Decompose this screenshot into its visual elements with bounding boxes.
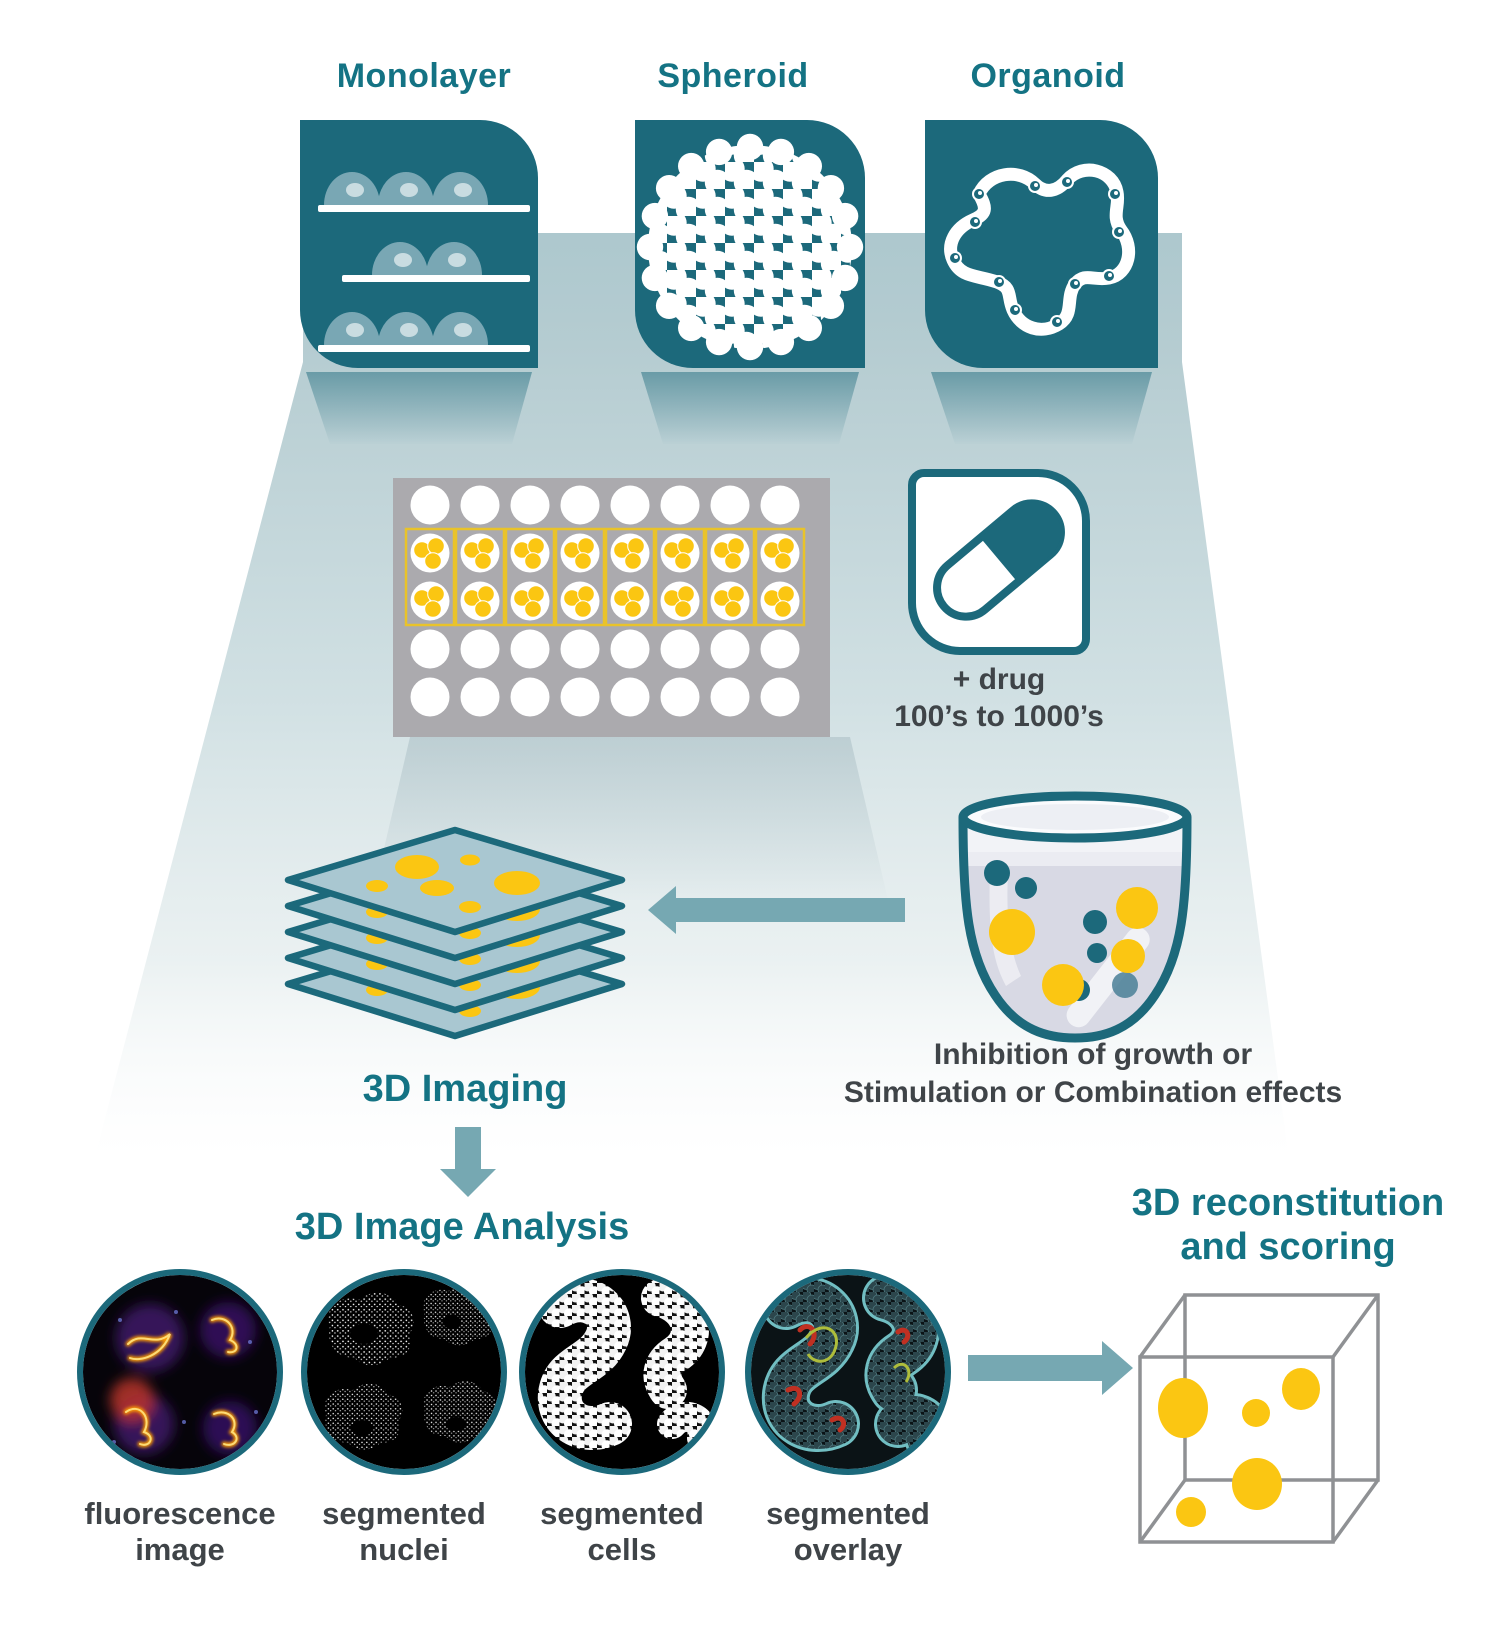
fluorescence-image-thumb bbox=[77, 1269, 283, 1475]
drug-caption-line1: + drug bbox=[952, 663, 1046, 696]
segmented-nuclei-thumb bbox=[301, 1269, 507, 1475]
arrow-down bbox=[440, 1127, 496, 1197]
organoid-tile bbox=[925, 120, 1158, 368]
imaging-heading: 3D Imaging bbox=[362, 1068, 568, 1110]
beaker-icon bbox=[958, 791, 1192, 1043]
microplate bbox=[393, 478, 830, 737]
arrow-left bbox=[648, 886, 905, 934]
monolayer-label: Monolayer bbox=[336, 57, 512, 95]
organoid-icon bbox=[944, 163, 1136, 336]
reconstitution-heading-line2: and scoring bbox=[1180, 1226, 1396, 1268]
analysis-heading: 3D Image Analysis bbox=[294, 1206, 630, 1248]
reconstitution-heading-line1: 3D reconstitution bbox=[1131, 1182, 1445, 1224]
plate-wells bbox=[404, 485, 806, 717]
spheroid-label: Spheroid bbox=[657, 57, 809, 95]
monolayer-tile bbox=[300, 120, 538, 368]
drug-caption-line2: 100’s to 1000’s bbox=[894, 700, 1104, 733]
z-stack-planes bbox=[284, 826, 626, 1040]
spheroid-icon bbox=[636, 133, 864, 361]
effects-caption-line1: Inhibition of growth or bbox=[933, 1038, 1253, 1071]
monolayer-cells-icon bbox=[318, 172, 530, 352]
segmented-overlay-thumb bbox=[745, 1269, 951, 1475]
reconstitution-cube bbox=[1138, 1293, 1380, 1544]
segmented-cells-thumb bbox=[519, 1269, 725, 1475]
organoid-label: Organoid bbox=[970, 57, 1126, 95]
effects-caption-line2: Stimulation or Combination effects bbox=[843, 1076, 1343, 1109]
drug-pill-icon bbox=[908, 469, 1090, 655]
spheroid-tile bbox=[635, 120, 865, 368]
arrow-right bbox=[968, 1341, 1133, 1395]
tile-reflections bbox=[306, 372, 1152, 444]
